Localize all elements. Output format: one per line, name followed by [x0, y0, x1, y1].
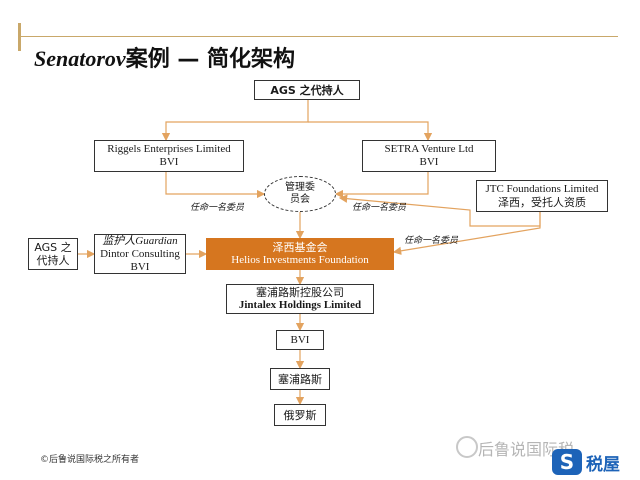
edge-label-appoint-jtc: 任命一名委员 — [404, 236, 459, 246]
node-setra-jurisdiction: BVI — [419, 156, 439, 168]
title-cjk: 案例 — 简化架构 — [125, 47, 296, 72]
node-jintalex: 塞浦路斯控股公司 Jintalex Holdings Limited — [226, 284, 374, 314]
node-foundation: 泽西基金会 Helios Investments Foundation — [206, 238, 394, 270]
node-setra: SETRA Venture Ltd BVI — [362, 140, 496, 172]
wechat-icon — [456, 436, 478, 458]
node-ags-holder-left: AGS 之 代持人 — [28, 238, 78, 270]
edge-ags-to-setra — [308, 121, 433, 142]
node-guardian-role: 监护人Guardian — [102, 234, 178, 247]
page-title: Senatorov案例 — 简化架构 — [34, 41, 295, 73]
node-jintalex-en: Jintalex Holdings Limited — [238, 299, 362, 311]
node-ags-left-line2: 代持人 — [36, 254, 70, 267]
node-guardian-name: Dintor Consulting — [100, 247, 180, 260]
node-jtc: JTC Foundations Limited 泽西，受托人资质 — [476, 180, 608, 212]
node-setra-name: SETRA Venture Ltd — [384, 143, 474, 155]
node-foundation-cn: 泽西基金会 — [272, 241, 328, 254]
edge-setra-to-committee — [334, 172, 429, 199]
edge-riggels-to-committee — [165, 172, 266, 199]
node-guardian-jurisdiction: BVI — [130, 260, 150, 273]
title-accent-bar — [18, 23, 21, 51]
node-jtc-name: JTC Foundations Limited — [485, 183, 599, 195]
brand-logo: S 税屋 — [552, 448, 634, 476]
node-riggels-name: Riggels Enterprises Limited — [107, 143, 231, 155]
node-bvi-text: BVI — [290, 333, 310, 346]
logo-text: 税屋 — [586, 454, 620, 475]
edge-ags-to-riggels — [161, 100, 309, 142]
node-ags-holder: AGS 之代持人 — [254, 80, 360, 100]
title-latin: Senatorov — [34, 46, 126, 71]
node-guardian: 监护人Guardian Dintor Consulting BVI — [94, 234, 186, 274]
node-bvi: BVI — [276, 330, 324, 350]
node-committee-line1: 管理委 — [285, 182, 315, 193]
node-ags-left-line1: AGS 之 — [34, 241, 72, 254]
node-foundation-en: Helios Investments Foundation — [231, 254, 369, 266]
node-riggels-jurisdiction: BVI — [159, 156, 179, 168]
node-cyprus: 塞浦路斯 — [270, 368, 330, 390]
copyright-footer: ©后鲁说国际税之所有者 — [40, 455, 140, 465]
node-russia-text: 俄罗斯 — [283, 408, 317, 422]
node-ags-holder-text: AGS 之代持人 — [270, 83, 344, 97]
node-committee: 管理委 员会 — [264, 176, 336, 212]
node-riggels: Riggels Enterprises Limited BVI — [94, 140, 244, 172]
edge-label-appoint-left: 任命一名委员 — [190, 203, 245, 213]
node-committee-line2: 员会 — [290, 194, 310, 205]
node-jintalex-cn: 塞浦路斯控股公司 — [256, 286, 344, 299]
node-cyprus-text: 塞浦路斯 — [278, 372, 322, 386]
edge-jtc-to-foundation — [392, 212, 541, 255]
title-rule — [18, 23, 618, 51]
edge-label-appoint-right: 任命一名委员 — [352, 203, 407, 213]
logo-mark-icon: S — [552, 449, 582, 475]
node-russia: 俄罗斯 — [274, 404, 326, 426]
watermark-text: 后鲁说国际税 — [478, 440, 575, 459]
node-jtc-desc: 泽西，受托人资质 — [498, 196, 586, 209]
